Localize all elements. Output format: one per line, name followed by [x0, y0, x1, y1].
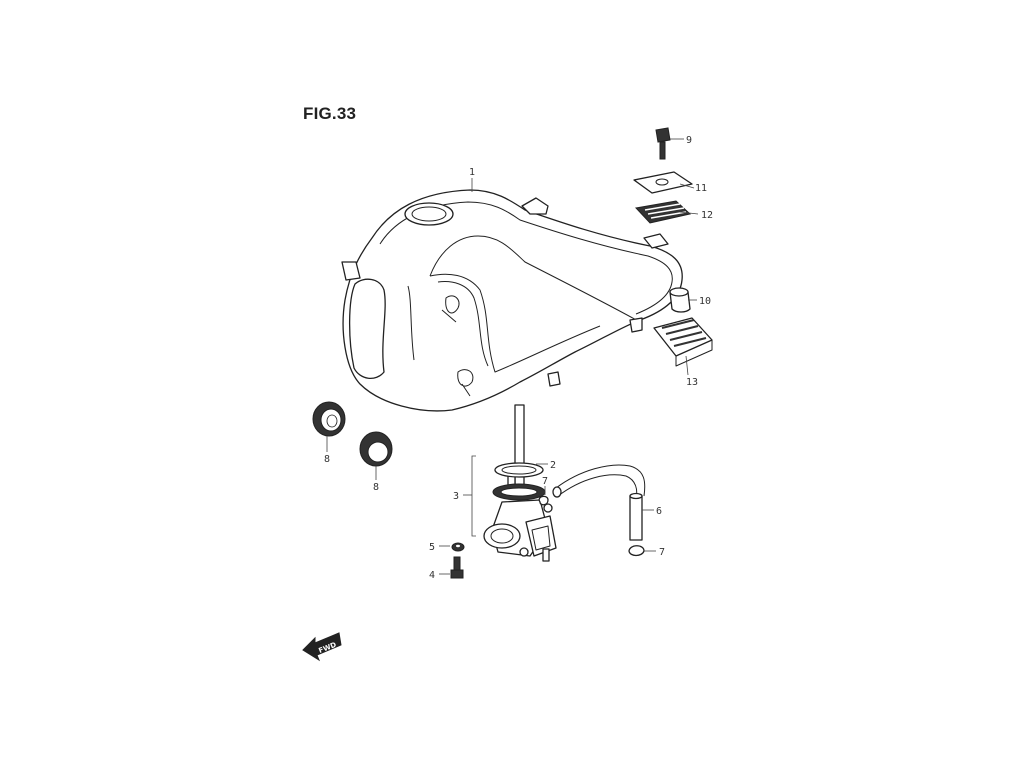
callout-12: 12 [701, 210, 713, 221]
callout-2: 2 [550, 460, 556, 471]
washer-5 [451, 542, 465, 552]
callout-4: 4 [429, 570, 435, 581]
callout-1: 1 [469, 167, 475, 178]
figure-title: FIG.33 [303, 104, 357, 123]
callout-13: 13 [686, 377, 698, 388]
callout-9: 9 [686, 135, 692, 146]
callout-3: 3 [453, 491, 459, 502]
bolt-9 [655, 127, 671, 160]
callout-7-lower: 7 [659, 547, 665, 558]
callout-7-upper: 7 [542, 476, 548, 487]
cap-8-left [312, 401, 346, 437]
fuel-tank [341, 189, 683, 412]
cap-8-right [359, 431, 393, 467]
fwd-arrow-icon: FWD [302, 632, 342, 662]
leader-lines [326, 138, 699, 575]
collar-10 [669, 287, 691, 313]
clip-7-upper [538, 495, 549, 506]
clip-7-lower [628, 545, 645, 557]
callout-8-left: 8 [324, 454, 330, 465]
callout-11: 11 [695, 183, 707, 194]
rubber-pad-12 [635, 200, 692, 224]
callout-5: 5 [429, 542, 435, 553]
callout-6: 6 [656, 506, 662, 517]
plate-11 [633, 171, 693, 194]
callout-8-right: 8 [373, 482, 379, 493]
fuel-hose-6 [552, 464, 646, 541]
fuel-cock-assembly [483, 404, 557, 562]
bolt-4 [450, 556, 464, 579]
cushion-13 [653, 317, 713, 367]
callout-10: 10 [699, 296, 711, 307]
